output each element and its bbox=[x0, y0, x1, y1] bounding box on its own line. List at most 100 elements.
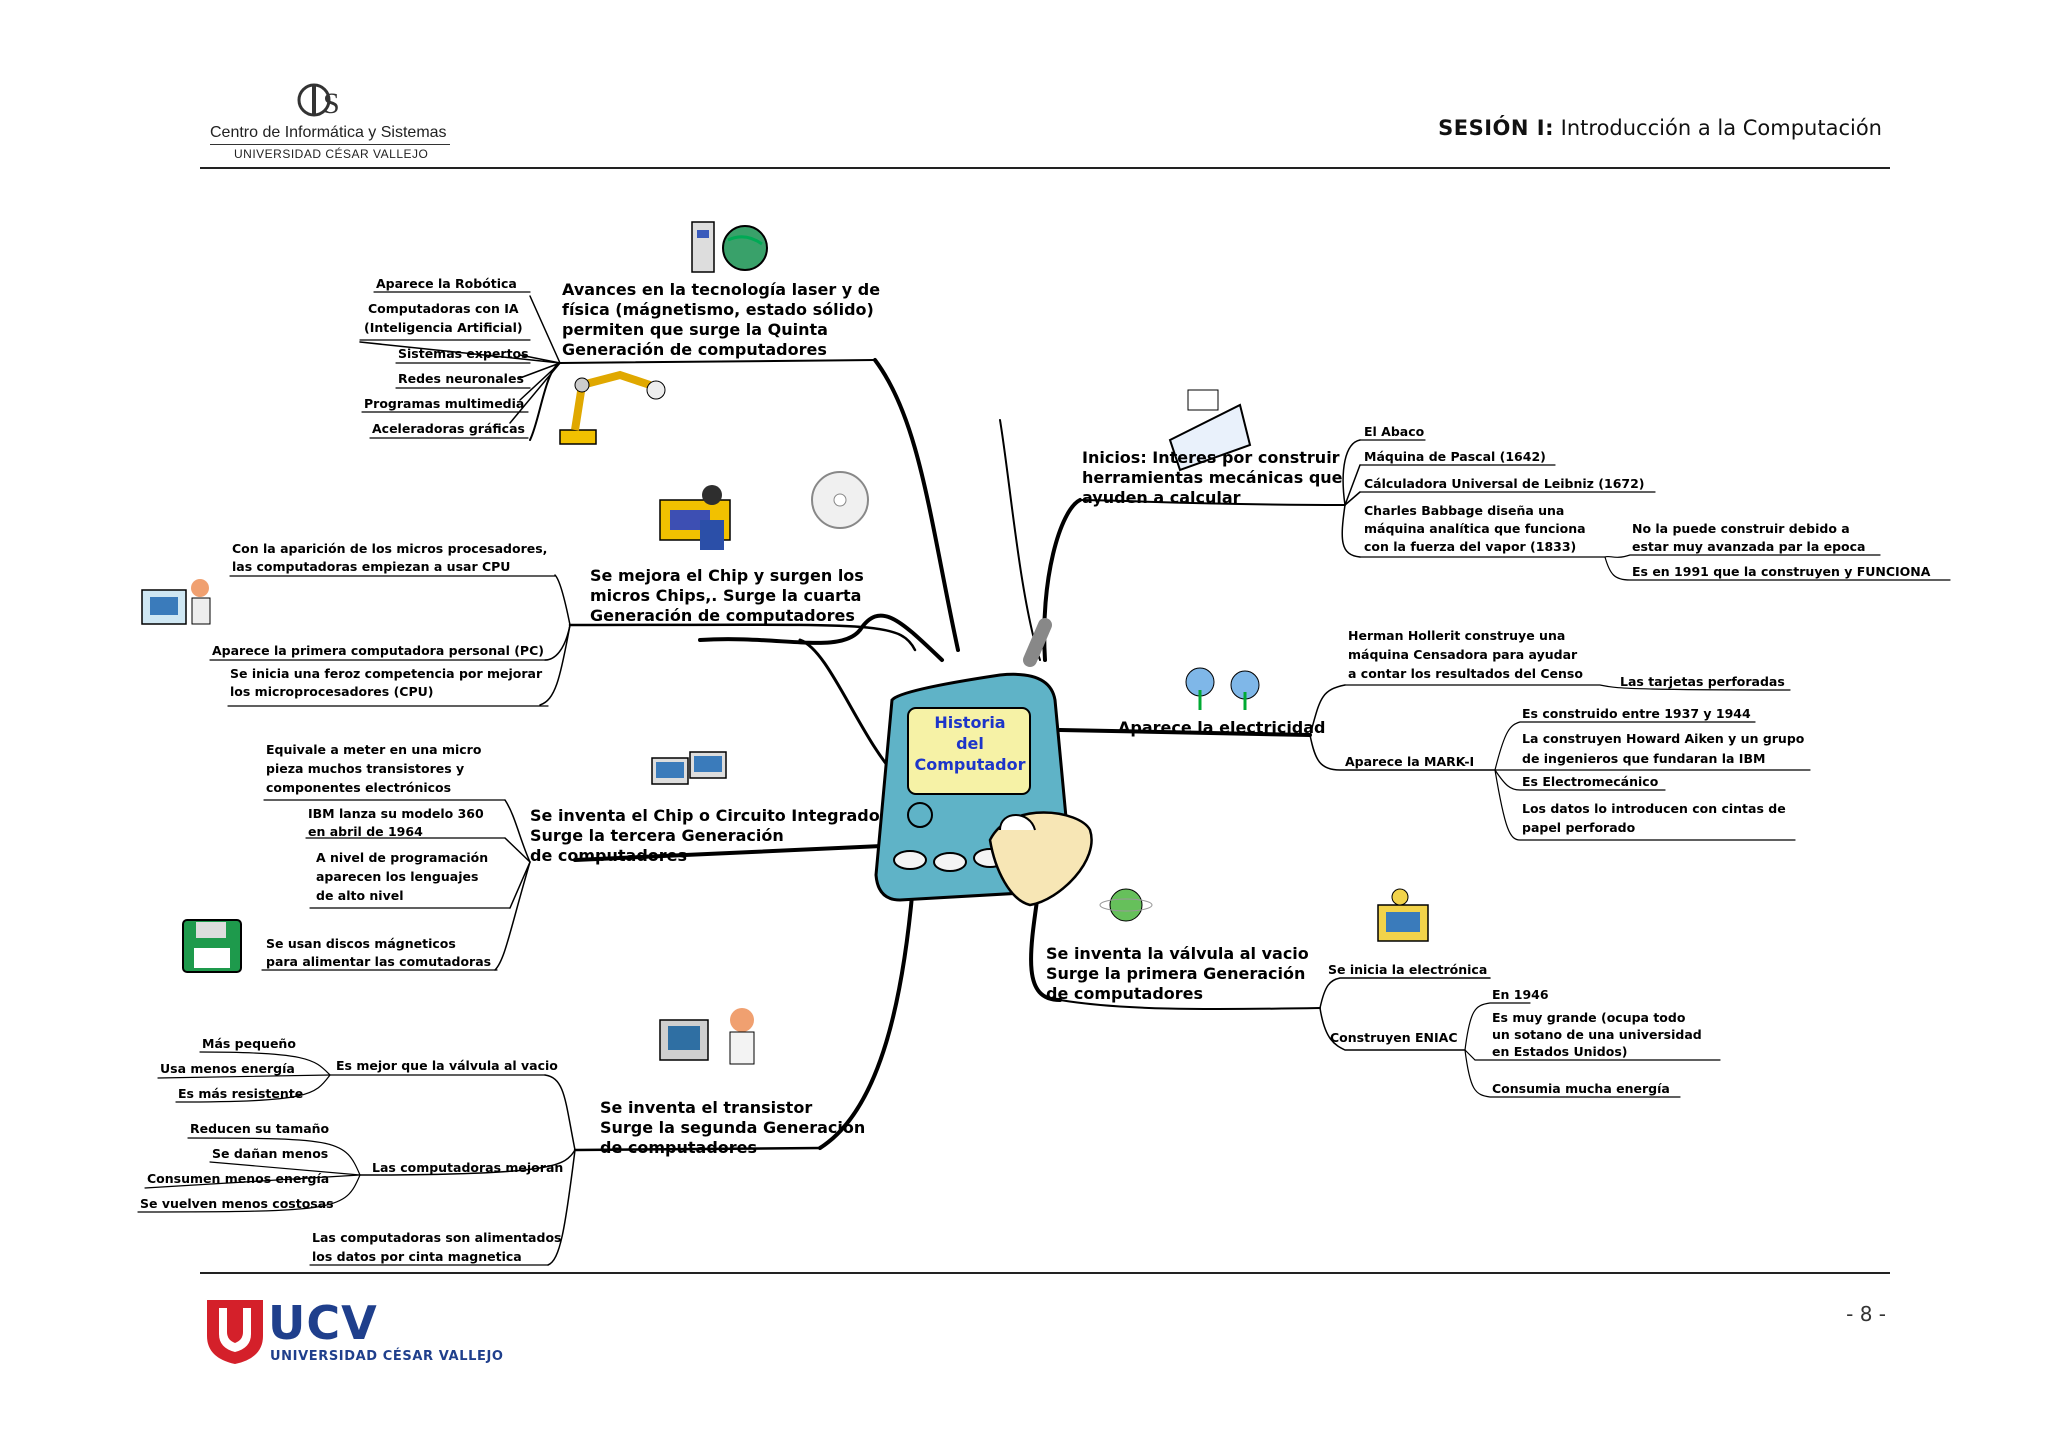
ucv-logo-text: UCV bbox=[268, 1296, 378, 1350]
fifth-item-ia-1: Computadoras con IA bbox=[368, 301, 519, 316]
center-title: Historia del Computador bbox=[912, 712, 1028, 775]
fifth-title-3: permiten que surge la Quinta bbox=[562, 320, 828, 339]
fifth-title-4: Generación de computadores bbox=[562, 340, 827, 359]
fourth-title-3: Generación de computadores bbox=[590, 606, 855, 625]
eniac-item-grande-1: Es muy grande (ocupa todo bbox=[1492, 1010, 1686, 1025]
second-title-3: de computadores bbox=[600, 1138, 758, 1157]
engineer-computer-icon bbox=[659, 1008, 755, 1065]
eniac-item-energia: Consumia mucha energía bbox=[1492, 1081, 1670, 1096]
second-tape-1: Las computadoras son alimentados bbox=[312, 1230, 562, 1245]
floppy-disk-icon bbox=[182, 919, 242, 973]
electricity-hollerit-1: Herman Hollerit construye una bbox=[1348, 628, 1566, 643]
beginnings-abaco: El Abaco bbox=[1364, 424, 1425, 439]
beginnings-title-2: herramientas mecánicas que bbox=[1082, 468, 1343, 487]
third-item-ibm-2: en abril de 1964 bbox=[308, 824, 423, 839]
fourth-item-competencia-2: los microprocesadores (CPU) bbox=[230, 684, 434, 699]
third-title-3: de computadores bbox=[530, 846, 688, 865]
robot-computer-icon bbox=[1377, 888, 1429, 942]
ucv-logo-icon bbox=[207, 1300, 263, 1364]
second-improve: Las computadoras mejoran bbox=[372, 1160, 564, 1175]
electricity-hollerit-2: máquina Censadora para ayudar bbox=[1348, 647, 1578, 662]
first-title-2: Surge la primera Generación bbox=[1046, 964, 1306, 983]
pc-user-icon bbox=[141, 579, 211, 625]
center-line-2: del bbox=[956, 734, 984, 753]
third-title-2: Surge la tercera Generación bbox=[530, 826, 784, 845]
second-better: Es mejor que la válvula al vacio bbox=[336, 1058, 558, 1073]
mark-item-1937: Es construido entre 1937 y 1944 bbox=[1522, 706, 1751, 721]
ucv-logo-subtitle: UNIVERSIDAD CÉSAR VALLEJO bbox=[270, 1349, 504, 1364]
third-item-chip-2: pieza muchos transistores y bbox=[266, 761, 465, 776]
first-electronics: Se inicia la electrónica bbox=[1328, 962, 1488, 977]
second-better-resistente: Es más resistente bbox=[178, 1086, 304, 1101]
session-label: SESIÓN I: bbox=[1438, 116, 1554, 140]
cis-logo-icon: S bbox=[297, 83, 340, 120]
first-eniac: Construyen ENIAC bbox=[1330, 1030, 1458, 1045]
fifth-item-robotica: Aparece la Robótica bbox=[376, 276, 517, 291]
third-item-discos-1: Se usan discos mágneticos bbox=[266, 936, 456, 951]
third-title-1: Se inventa el Chip o Circuito Integrado bbox=[530, 806, 880, 825]
fourth-item-pc: Aparece la primera computadora personal … bbox=[212, 643, 544, 658]
second-improve-energia: Consumen menos energía bbox=[147, 1171, 330, 1186]
calculator-printer-icon bbox=[1168, 389, 1252, 472]
beginnings-sub-2: estar muy avanzada par la epoca bbox=[1632, 539, 1866, 554]
second-improve-tamano: Reducen su tamaño bbox=[190, 1121, 330, 1136]
mark-item-aiken-1: La construyen Howard Aiken y un grupo bbox=[1522, 731, 1805, 746]
page-number: - 8 - bbox=[1846, 1302, 1886, 1326]
fifth-title-2: física (mágnetismo, estado sólido) bbox=[562, 300, 874, 319]
fifth-item-multimedia: Programas multimedia bbox=[364, 396, 525, 411]
header-rule bbox=[200, 167, 1890, 169]
electricity-title: Aparece la electricidad bbox=[1118, 718, 1326, 737]
fourth-item-cpu-2: las computadoras empiezan a usar CPU bbox=[232, 559, 511, 574]
beginnings-babbage-2: máquina analítica que funciona bbox=[1364, 521, 1586, 536]
wind-turbine-icon bbox=[1185, 667, 1260, 710]
second-better-energia: Usa menos energía bbox=[160, 1061, 295, 1076]
institution-university: UNIVERSIDAD CÉSAR VALLEJO bbox=[234, 147, 429, 161]
fourth-item-competencia-1: Se inicia una feroz competencia por mejo… bbox=[230, 666, 543, 681]
computer-globe-icon bbox=[691, 221, 768, 273]
beginnings-title-3: ayuden a calcular bbox=[1082, 488, 1241, 507]
svg-text:S: S bbox=[323, 87, 340, 120]
third-item-lenguajes-1: A nivel de programación bbox=[316, 850, 489, 865]
fifth-item-aceleradoras: Aceleradoras gráficas bbox=[372, 421, 525, 436]
beginnings-leibniz: Cálculadora Universal de Leibniz (1672) bbox=[1364, 476, 1645, 491]
first-title-1: Se inventa la válvula al vacio bbox=[1046, 944, 1309, 963]
globe-vacuum-tube-icon bbox=[1099, 888, 1153, 922]
network-computers-icon bbox=[651, 751, 727, 785]
eniac-item-grande-3: en Estados Unidos) bbox=[1492, 1044, 1628, 1059]
fourth-title-2: micros Chips,. Surge la cuarta bbox=[590, 586, 862, 605]
fourth-item-cpu-1: Con la aparición de los micros procesado… bbox=[232, 541, 548, 556]
second-title-2: Surge la segunda Generación bbox=[600, 1118, 866, 1137]
fifth-item-redes: Redes neuronales bbox=[398, 371, 524, 386]
robot-arm-icon bbox=[559, 370, 666, 445]
fourth-title-1: Se mejora el Chip y surgen los bbox=[590, 566, 864, 585]
beginnings-sub-3: Es en 1991 que la construyen y FUNCIONA bbox=[1632, 564, 1931, 579]
eniac-item-1946: En 1946 bbox=[1492, 987, 1549, 1002]
center-line-1: Historia bbox=[934, 713, 1006, 732]
electricity-cards: Las tarjetas perforadas bbox=[1620, 674, 1785, 689]
center-line-3: Computador bbox=[914, 755, 1026, 774]
eniac-item-grande-2: un sotano de una universidad bbox=[1492, 1027, 1702, 1042]
beginnings-babbage-1: Charles Babbage diseña una bbox=[1364, 503, 1565, 518]
electricity-mark: Aparece la MARK-I bbox=[1345, 754, 1475, 769]
third-item-lenguajes-3: de alto nivel bbox=[316, 888, 404, 903]
beginnings-pascal: Máquina de Pascal (1642) bbox=[1364, 449, 1546, 464]
mark-item-aiken-2: de ingenieros que fundaran la IBM bbox=[1522, 751, 1766, 766]
institution-name: Centro de Informática y Sistemas bbox=[210, 124, 447, 141]
beginnings-title-1: Inicios: Interes por construir bbox=[1082, 448, 1340, 467]
mark-item-electromecanico: Es Electromecánico bbox=[1522, 774, 1659, 789]
mark-item-cintas-2: papel perforado bbox=[1522, 820, 1636, 835]
phone-illustration bbox=[874, 618, 1093, 907]
second-improve-danan: Se dañan menos bbox=[212, 1146, 329, 1161]
beginnings-sub-1: No la puede construir debido a bbox=[1632, 521, 1850, 536]
second-title-1: Se inventa el transistor bbox=[600, 1098, 813, 1117]
institution-underline bbox=[210, 144, 450, 145]
cd-icon bbox=[811, 471, 869, 529]
electricity-hollerit-3: a contar los resultados del Censo bbox=[1348, 666, 1583, 681]
person-computer-icon bbox=[659, 485, 731, 550]
session-title: SESIÓN I: Introducción a la Computación bbox=[1438, 116, 1882, 140]
third-item-discos-2: para alimentar las comutadoras bbox=[266, 954, 492, 969]
third-item-lenguajes-2: aparecen los lenguajes bbox=[316, 869, 479, 884]
second-better-pequeno: Más pequeño bbox=[202, 1036, 296, 1051]
second-tape-2: los datos por cinta magnetica bbox=[312, 1249, 522, 1264]
